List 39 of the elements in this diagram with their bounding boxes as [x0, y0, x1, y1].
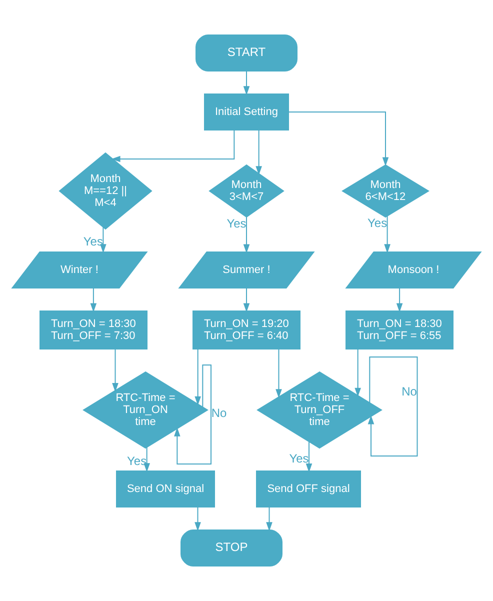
edge-label: Yes [226, 216, 246, 231]
node-box: Send OFF signal [256, 470, 361, 508]
edge-label: No [211, 406, 227, 420]
arrow [276, 348, 282, 398]
edge-label: Yes [368, 216, 388, 230]
node-diamond: Month M==12 || M<4 [58, 152, 152, 230]
node-box: Turn_ON = 18:30 Turn_OFF = 6:55 [346, 310, 454, 350]
arrow [288, 112, 389, 166]
node-box: Turn_ON = 19:20 Turn_OFF = 6:40 [192, 310, 300, 350]
arrow [174, 364, 212, 464]
node-box: Turn_ON = 18:30 Turn_OFF = 7:30 [40, 310, 148, 350]
edge-label: Yes [289, 451, 309, 466]
arrow [396, 288, 403, 312]
arrow [354, 348, 361, 397]
node-box: STOP [180, 530, 282, 566]
arrow [306, 441, 312, 472]
edge-label: No [402, 384, 417, 399]
arrow [90, 288, 97, 312]
arrow [194, 348, 201, 406]
node-box: START [196, 34, 298, 72]
node-diamond: RTC-Time = Turn_OFF time [256, 371, 382, 449]
arrow [266, 506, 272, 532]
edge-label: Yes [127, 454, 147, 468]
arrow [112, 348, 118, 392]
arrow [243, 288, 250, 312]
arrow [194, 506, 201, 532]
arrow [111, 130, 235, 162]
node-diamond: Month 6<M<12 [342, 164, 430, 218]
arrow [243, 70, 250, 96]
arrow [243, 216, 250, 254]
arrow [144, 446, 150, 472]
node-box: Send ON signal [116, 470, 215, 508]
node-diamond: RTC-Time = Turn_ON time [82, 371, 208, 449]
arrow [384, 216, 390, 254]
arrow [256, 130, 262, 176]
arrow [100, 226, 106, 254]
arrow [368, 356, 418, 456]
node-box: Initial Setting [204, 94, 289, 130]
edge-label: Yes [83, 234, 103, 249]
